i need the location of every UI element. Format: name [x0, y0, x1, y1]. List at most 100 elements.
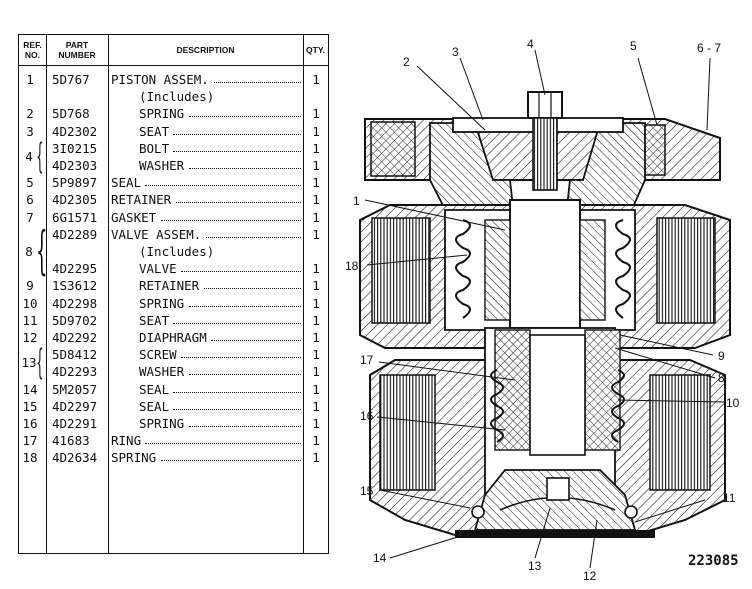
description-text: RETAINER	[139, 278, 200, 294]
leader-dots	[213, 82, 301, 83]
description-text: WASHER	[139, 158, 185, 173]
leader-dots	[188, 374, 301, 376]
piston-spring	[455, 219, 631, 319]
header-ref-no: REF. NO.	[23, 40, 42, 60]
part-number: 4D2293	[52, 364, 98, 380]
leader-dots	[181, 271, 301, 273]
description-text: SPRING	[139, 416, 185, 431]
part-number: 4D2302	[52, 123, 98, 139]
quantity: 1	[312, 364, 320, 380]
callout-6-7: 6 - 7	[697, 41, 721, 55]
callout-1: 1	[353, 194, 360, 208]
callout-4: 4	[527, 37, 534, 51]
description-text: VALVE ASSEM.	[111, 226, 202, 242]
drawing-number: 223085	[688, 553, 739, 569]
group-brace: {	[36, 343, 44, 384]
description: DIAPHRAGM	[139, 329, 301, 347]
leader-dots	[160, 460, 301, 462]
column-divider	[108, 35, 109, 553]
group-ref-number: 13	[21, 355, 37, 371]
description: SPRING	[139, 415, 301, 433]
group-brace: {	[36, 220, 48, 281]
quantity: 1	[312, 226, 320, 242]
part-number: 5P9897	[52, 175, 98, 191]
part-number: 6G1571	[52, 209, 98, 225]
quantity: 1	[312, 416, 320, 431]
part-number: 5D8412	[52, 347, 98, 363]
description: SPRING	[139, 295, 301, 313]
callout-9: 9	[718, 349, 725, 363]
quantity: 1	[312, 261, 320, 277]
ref-number: 1	[26, 72, 34, 87]
description: VALVE ASSEM.	[111, 226, 301, 244]
callout-14: 15	[360, 484, 374, 498]
callout-12: 12	[583, 569, 597, 583]
leader-dots	[173, 391, 301, 393]
quantity: 1	[312, 450, 320, 466]
column-divider	[46, 35, 47, 553]
description: RETAINER	[111, 191, 301, 209]
quantity: 1	[312, 347, 320, 363]
callout-15: 16	[360, 409, 374, 423]
leader-dots	[188, 168, 301, 169]
description: VALVE	[139, 260, 301, 278]
callout-17: 14	[373, 551, 387, 565]
description-text: WASHER	[139, 364, 185, 380]
quantity: 1	[312, 312, 320, 328]
leader-dots	[206, 236, 301, 238]
description-text: BOLT	[139, 140, 170, 156]
leader-dots	[160, 219, 301, 221]
quantity: 1	[312, 381, 320, 397]
description: RETAINER	[139, 277, 301, 295]
callout-16: 17	[360, 353, 374, 367]
ref-number: 6	[26, 192, 34, 208]
callout-leaders	[364, 49, 726, 569]
ref-number: 10	[22, 295, 38, 311]
description: GASKET	[111, 209, 301, 227]
part-number: 5M2057	[52, 381, 98, 397]
ref-number: 18	[22, 450, 38, 466]
description-text: RING	[111, 433, 142, 449]
part-number: 4D2291	[52, 416, 98, 431]
column-divider	[303, 35, 304, 553]
piston-assembly	[429, 117, 646, 226]
leader-dots	[211, 340, 301, 341]
description-text: (Includes)	[139, 244, 215, 259]
description: SEAL	[139, 398, 301, 416]
ref-number: 3	[26, 123, 34, 139]
part-number: 1S3612	[52, 278, 98, 294]
ref-number: 5	[26, 175, 34, 191]
quantity: 1	[312, 295, 320, 311]
description: RING	[111, 432, 301, 450]
group-ref-number: 4	[25, 149, 33, 164]
ref-number: 12	[22, 330, 38, 345]
quantity: 1	[312, 72, 320, 87]
callout-18: 18	[345, 259, 359, 273]
description: SEAL	[139, 381, 301, 399]
ref-number: 15	[22, 398, 38, 414]
leader-dots	[188, 116, 301, 118]
table-row: (Includes)	[19, 243, 328, 261]
part-number: 4D2289	[52, 226, 98, 242]
description-text: (Includes)	[139, 89, 215, 105]
description-text: SEAL	[139, 398, 170, 414]
ref-number: 7	[26, 209, 34, 225]
description-text: SPRING	[139, 295, 185, 311]
description-text: SPRING	[111, 450, 157, 466]
description-text: RETAINER	[111, 192, 172, 208]
part-number: 4D2305	[52, 192, 98, 208]
